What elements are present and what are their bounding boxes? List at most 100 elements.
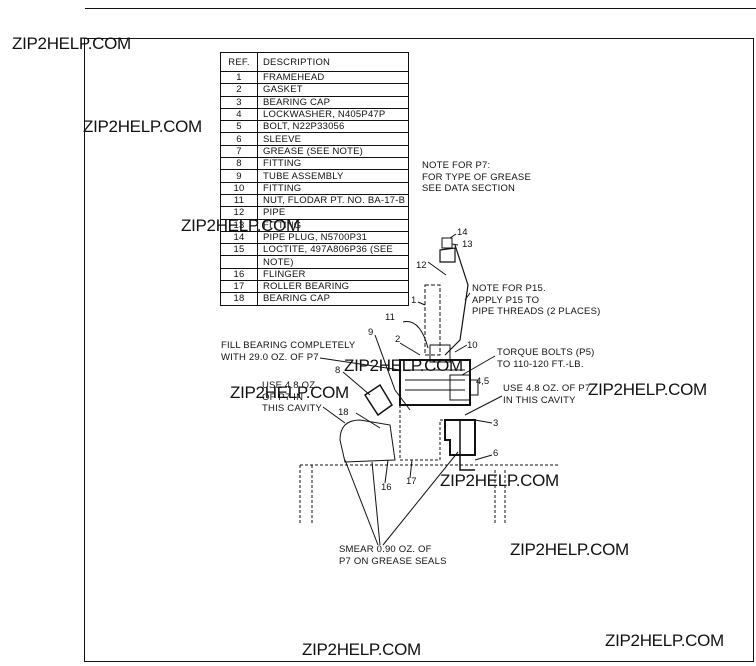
note-torque-line2: TO 110-120 FT.-LB.	[497, 358, 584, 370]
leader-11	[402, 321, 429, 349]
header-rule	[85, 8, 756, 9]
table-header: REF. DESCRIPTION	[220, 52, 410, 72]
callout-1: 1	[411, 295, 417, 306]
callout-14: 14	[457, 227, 468, 238]
note-fill-bearing: FILL BEARING COMPLETELY WITH 29.0 OZ. OF…	[221, 340, 355, 363]
callout-10: 10	[467, 340, 478, 351]
watermark: ZIP2HELP.COM	[181, 216, 300, 235]
leader-18	[355, 412, 381, 429]
note-fill-line1: FILL BEARING COMPLETELY	[221, 340, 356, 351]
row-desc: SLEEVE	[256, 132, 410, 146]
callout-9: 9	[368, 327, 374, 338]
grease-fitting-8	[363, 383, 393, 417]
note-p15-line2: APPLY P15 TO	[472, 294, 540, 306]
row-desc: BEARING CAP	[256, 292, 410, 306]
figure-frame	[84, 38, 754, 662]
row-desc: FITTING	[256, 218, 410, 232]
leader-smear-b	[371, 461, 381, 546]
tube-assembly	[444, 244, 469, 356]
note-cavity-right: USE 4.8 OZ. OF P7 IN THIS CAVITY	[503, 383, 590, 406]
row-desc: FITTING	[256, 181, 410, 195]
row-desc: LOCTITE, 497A806P36 (SEE	[256, 243, 410, 257]
watermark: ZIP2HELP.COM	[605, 631, 724, 650]
note-p7-line2: FOR TYPE OF GREASE	[422, 171, 531, 183]
callout-2: 2	[395, 334, 401, 345]
nut-11	[429, 344, 451, 363]
note-cavity-left-line2: OF P7 IN	[262, 391, 304, 403]
leader-6	[474, 454, 493, 461]
leader-3	[474, 419, 493, 424]
note-cavity-right-line2: IN THIS CAVITY	[503, 394, 576, 406]
note-cavity-left-line3: THIS CAVITY	[262, 403, 323, 414]
leader-cavity-left	[322, 406, 346, 424]
callout-6: 6	[493, 448, 499, 459]
leader-p15	[464, 292, 471, 301]
bearing-cap-left	[339, 419, 396, 463]
leader-smear-a	[344, 459, 379, 546]
leader-9	[374, 334, 411, 411]
row-desc: TUBE ASSEMBLY	[256, 169, 410, 183]
leader-14	[449, 233, 457, 239]
row-ref: 18	[220, 292, 258, 306]
bolt-4-5	[449, 374, 479, 401]
leader-cavity-right	[464, 395, 503, 416]
row-desc: GREASE (SEE NOTE)	[256, 144, 410, 159]
callout-8: 8	[335, 365, 341, 376]
leader-1	[417, 301, 426, 306]
leader-13	[451, 243, 459, 246]
row-desc: PIPE PLUG, N5700P31	[256, 230, 410, 245]
note-p15: NOTE FOR P15. APPLY P15 TO PIPE THREADS …	[472, 283, 601, 318]
note-p7-line3: SEE DATA SECTION	[422, 183, 516, 194]
fitting-13-14	[441, 237, 453, 249]
note-smear-line2: P7 ON GREASE SEALS	[339, 555, 447, 567]
bearing-housing	[399, 359, 471, 406]
callout-13: 13	[462, 239, 473, 250]
callout-11: 11	[385, 312, 395, 323]
leader-torque	[461, 355, 496, 376]
watermark: ZIP2HELP.COM	[302, 640, 421, 659]
note-cavity-left-line1: USE 4.8 OZ.	[262, 380, 319, 391]
row-desc: BOLT, N22P33056	[256, 120, 410, 134]
row-ref: 12	[220, 206, 258, 220]
callout-3: 3	[493, 418, 499, 429]
leader-fill	[319, 357, 401, 371]
note-cavity-left: USE 4.8 OZ. OF P7 IN THIS CAVITY	[262, 380, 322, 415]
callout-17: 17	[406, 476, 417, 487]
note-fill-line2: WITH 29.0 OZ. OF P7	[221, 351, 319, 363]
watermark: ZIP2HELP.COM	[344, 356, 463, 375]
note-p15-line3: PIPE THREADS (2 PLACES)	[472, 306, 601, 317]
bearing-rollers	[405, 369, 465, 391]
frame-head	[424, 284, 441, 356]
watermark: ZIP2HELP.COM	[12, 34, 131, 53]
row-desc: NUT, FLODAR PT. NO. BA-17-B	[256, 193, 410, 208]
callout-4-5: 4,5	[476, 376, 490, 387]
watermark: ZIP2HELP.COM	[83, 117, 202, 136]
watermark: ZIP2HELP.COM	[440, 471, 559, 490]
callout-18: 18	[338, 407, 349, 418]
callout-12: 12	[416, 260, 427, 271]
tube-upper	[439, 247, 456, 263]
watermark: ZIP2HELP.COM	[230, 383, 349, 402]
sleeve	[459, 420, 475, 471]
watermark: ZIP2HELP.COM	[510, 540, 629, 559]
leader-16	[384, 459, 389, 484]
shaft-outline	[299, 464, 560, 525]
note-p7: NOTE FOR P7: FOR TYPE OF GREASE SEE DATA…	[422, 160, 531, 195]
row-desc: FITTING	[256, 157, 410, 171]
note-smear: SMEAR 0.90 OZ. OF P7 ON GREASE SEALS	[339, 544, 447, 567]
inner-race	[399, 405, 470, 461]
